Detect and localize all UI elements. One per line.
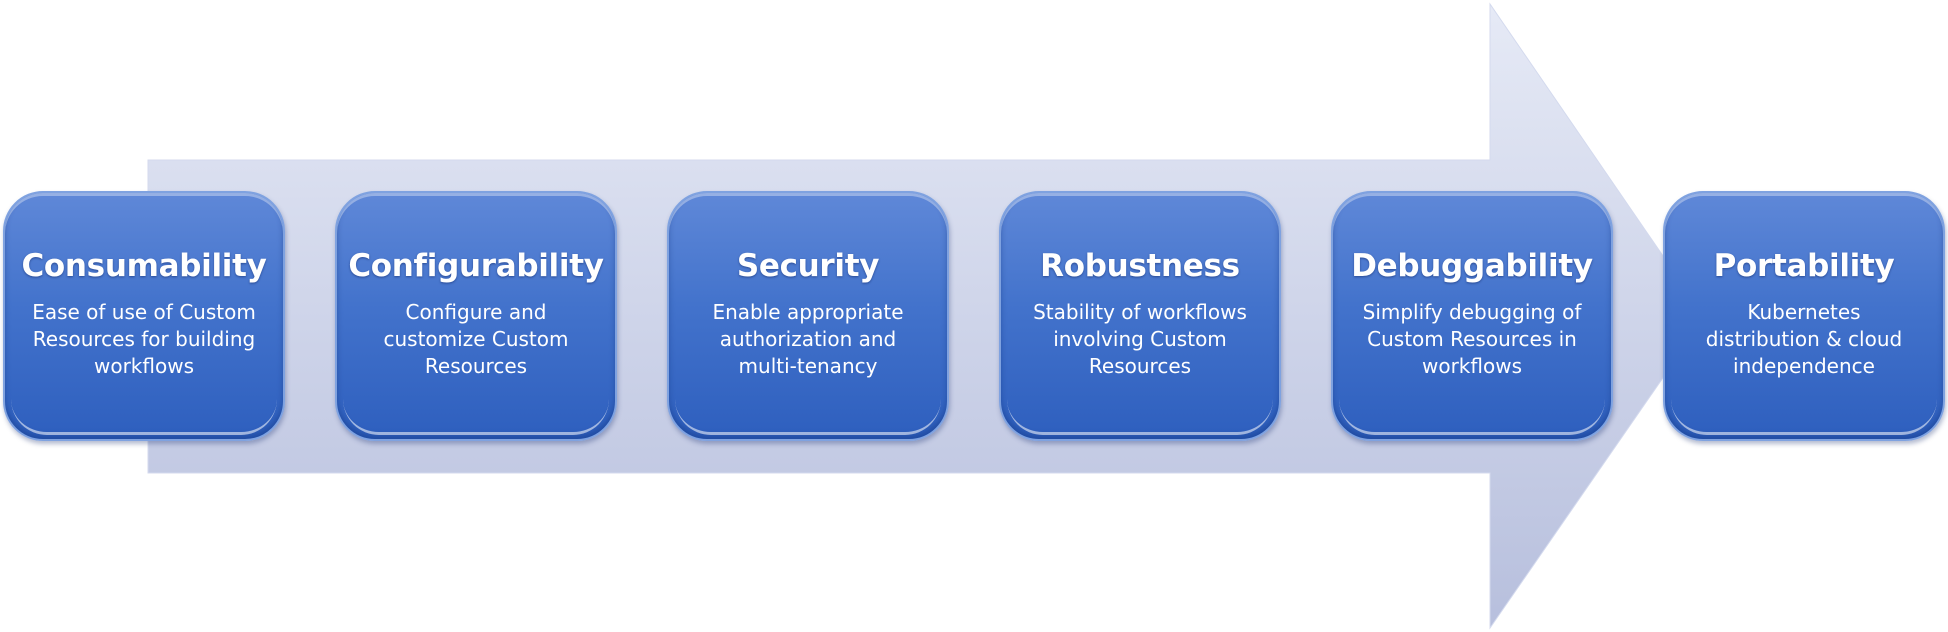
stage-description: Simplify debugging of Custom Resources i… bbox=[1362, 300, 1582, 378]
stage-title: Consumability bbox=[21, 248, 267, 284]
stage-configurability: Configurability Configure and customize … bbox=[335, 191, 617, 441]
stage-title: Debuggability bbox=[1351, 248, 1593, 284]
stage-title: Configurability bbox=[348, 248, 604, 284]
stage-robustness: Robustness Stability of workflows involv… bbox=[999, 191, 1281, 441]
stage-consumability: Consumability Ease of use of Custom Reso… bbox=[3, 191, 285, 441]
stage-description: Stability of workflows involving Custom … bbox=[1033, 300, 1247, 378]
stage-debuggability: Debuggability Simplify debugging of Cust… bbox=[1331, 191, 1613, 441]
stage-description: Ease of use of Custom Resources for buil… bbox=[32, 300, 256, 378]
stage-title: Robustness bbox=[1040, 248, 1240, 284]
stage-description: Kubernetes distribution & cloud independ… bbox=[1705, 300, 1903, 378]
stage-security: Security Enable appropriate authorizatio… bbox=[667, 191, 949, 441]
stage-title: Portability bbox=[1713, 248, 1895, 284]
stage-description: Enable appropriate authorization and mul… bbox=[712, 300, 904, 378]
stage-description: Configure and customize Custom Resources bbox=[383, 300, 569, 378]
stage-title: Security bbox=[736, 248, 880, 284]
stage-portability: Portability Kubernetes distribution & cl… bbox=[1663, 191, 1945, 441]
